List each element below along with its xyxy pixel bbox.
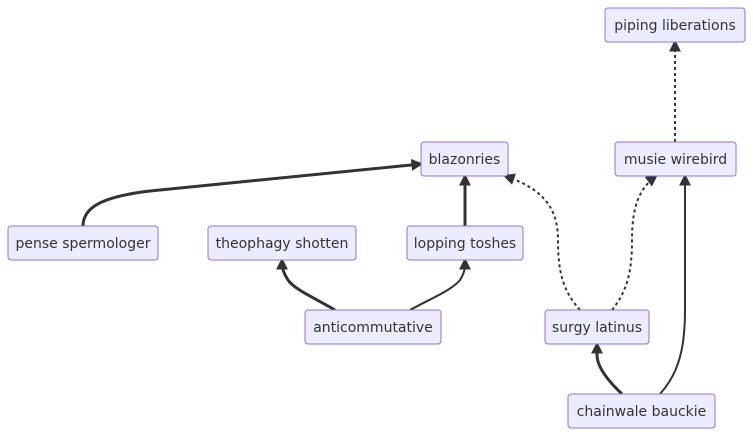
node-surgy-latinus[interactable]: surgy latinus [544,309,650,345]
edge-surgy-to-musie [611,174,658,311]
node-label: pense spermologer [16,236,151,252]
edge-anticommutative-to-theophagy [276,257,336,312]
node-label: surgy latinus [552,320,642,336]
node-pense-spermologer[interactable]: pense spermologer [7,225,159,261]
node-label: anticommutative [313,320,433,336]
node-blazonries[interactable]: blazonries [420,141,509,177]
node-label: lopping toshes [414,236,516,252]
edge-chainwale-to-surgy [591,341,624,396]
edge-pense-to-blazonries [81,158,424,227]
node-anticommutative[interactable]: anticommutative [304,309,442,345]
node-label: musie wirebird [624,152,727,168]
edges [81,39,691,396]
node-label: piping liberations [614,18,736,34]
node-theophagy-shotten[interactable]: theophagy shotten [207,225,357,261]
node-label: theophagy shotten [216,236,349,252]
edge-anticommutative-to-lopping [409,257,471,311]
node-musie-wirebird[interactable]: musie wirebird [614,141,737,177]
node-label: blazonries [429,152,501,168]
node-piping-liberations[interactable]: piping liberations [604,7,746,43]
node-lopping-toshes[interactable]: lopping toshes [406,225,524,261]
node-label: chainwale bauckie [577,404,707,420]
edge-chainwale-to-musie [659,173,691,395]
node-chainwale-bauckie[interactable]: chainwale bauckie [567,393,716,429]
